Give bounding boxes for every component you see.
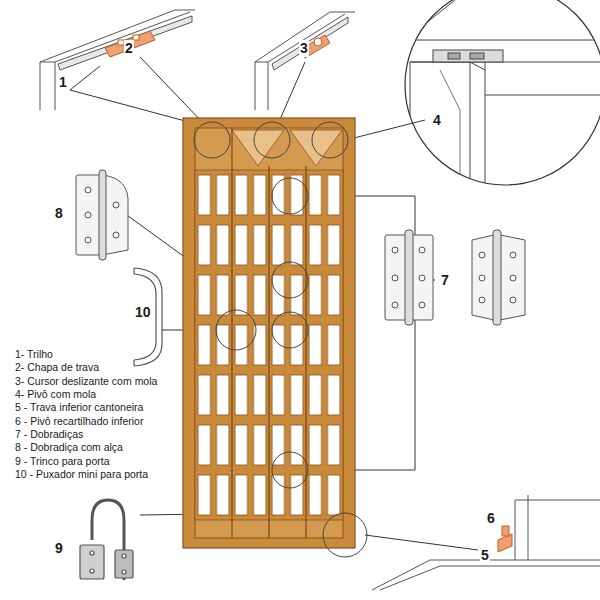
folding-door xyxy=(183,118,355,548)
callout-number: 4 xyxy=(432,112,442,129)
door-latch xyxy=(80,500,133,580)
callout-number: 6 xyxy=(486,510,496,527)
legend-text: 9 - Trinco para porta xyxy=(14,455,111,468)
legend-text: 5 - Trava inferior cantoneira xyxy=(14,401,144,414)
floor-inset xyxy=(372,495,600,590)
pivot-inset xyxy=(405,0,600,185)
legend-text: 1- Trilho xyxy=(14,348,54,361)
legend-text: 4- Pivô com mola xyxy=(14,388,97,401)
callout-number: 7 xyxy=(440,272,450,289)
rail-inset xyxy=(40,10,195,110)
callout-circles xyxy=(194,122,367,557)
callout-number: 8 xyxy=(54,205,64,222)
callout-number: 3 xyxy=(299,40,309,57)
callout-number: 2 xyxy=(124,40,134,57)
cursor-inset xyxy=(255,12,355,110)
legend-text: 8 - Dobradiça com alça xyxy=(14,441,124,454)
callout-number: 1 xyxy=(58,74,68,91)
legend-text: 10 - Puxador mini para porta xyxy=(14,468,149,481)
hinge xyxy=(385,230,433,325)
callout-number: 5 xyxy=(480,547,490,564)
legend-text: 2- Chapa de trava xyxy=(14,361,100,374)
legend-text: 7 - Dobradiças xyxy=(14,428,84,441)
legend-text: 3- Cursor deslizante com mola xyxy=(14,375,158,388)
callout-number: 10 xyxy=(134,304,152,321)
callout-number: 9 xyxy=(54,540,64,557)
strap-hinge xyxy=(76,170,128,260)
door-handle xyxy=(134,268,162,366)
legend-text: 6 - Pivô recartilhado inferior xyxy=(14,415,144,428)
hinge xyxy=(472,230,525,325)
